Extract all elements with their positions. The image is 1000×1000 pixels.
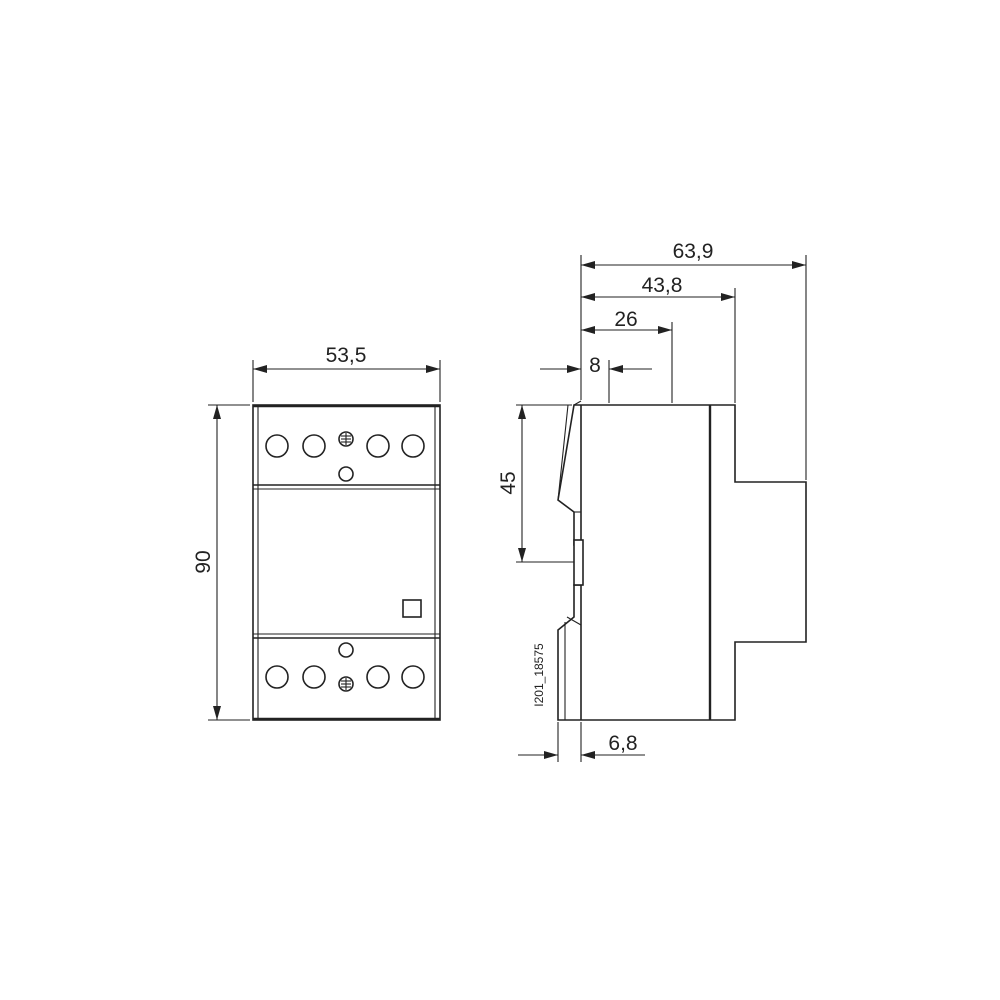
terminal-top-2 bbox=[302, 434, 326, 458]
terminal-top-1 bbox=[265, 434, 289, 458]
indicator-top bbox=[338, 466, 354, 482]
side-body-outline bbox=[557, 404, 807, 721]
side-body-depth-label: 43,8 bbox=[642, 274, 683, 297]
side-front-depth-label: 8 bbox=[589, 354, 601, 377]
terminal-bottom-1 bbox=[265, 665, 289, 689]
side-rail-height-label: 45 bbox=[497, 471, 520, 494]
din-rail-slot bbox=[573, 539, 584, 586]
terminal-bottom-2 bbox=[302, 665, 326, 689]
dim-front-height: 90 bbox=[192, 404, 250, 721]
dim-side-body-depth: 43,8 bbox=[581, 274, 736, 403]
screw-top-icon bbox=[338, 431, 354, 447]
side-clip-lower-lip bbox=[566, 616, 582, 626]
side-rail-offset-label: 6,8 bbox=[608, 732, 637, 755]
side-view bbox=[557, 400, 807, 721]
dim-side-front-depth: 8 bbox=[540, 354, 652, 403]
side-clip-upper-slope bbox=[557, 404, 569, 501]
dim-side-rail-height: 45 bbox=[497, 404, 574, 563]
status-window-icon bbox=[402, 599, 422, 618]
terminal-top-3 bbox=[366, 434, 390, 458]
screw-bottom-icon bbox=[338, 676, 354, 692]
terminal-top-4 bbox=[401, 434, 425, 458]
front-width-label: 53,5 bbox=[326, 344, 367, 367]
terminal-bottom-4 bbox=[401, 665, 425, 689]
side-total-depth-label: 63,9 bbox=[673, 240, 714, 263]
dim-front-width: 53,5 bbox=[252, 344, 441, 402]
terminal-bottom-3 bbox=[366, 665, 390, 689]
front-height-label: 90 bbox=[192, 550, 215, 573]
dim-side-rail-offset: 6,8 bbox=[518, 722, 645, 762]
dim-side-step-depth: 26 bbox=[581, 308, 673, 403]
dim-side-total-depth: 63,9 bbox=[580, 240, 807, 480]
indicator-bottom bbox=[338, 642, 354, 658]
front-view bbox=[252, 404, 441, 721]
drawing-code: I201_18575 bbox=[532, 643, 546, 707]
side-top-chamfer bbox=[573, 400, 582, 406]
side-step-depth-label: 26 bbox=[614, 308, 637, 331]
